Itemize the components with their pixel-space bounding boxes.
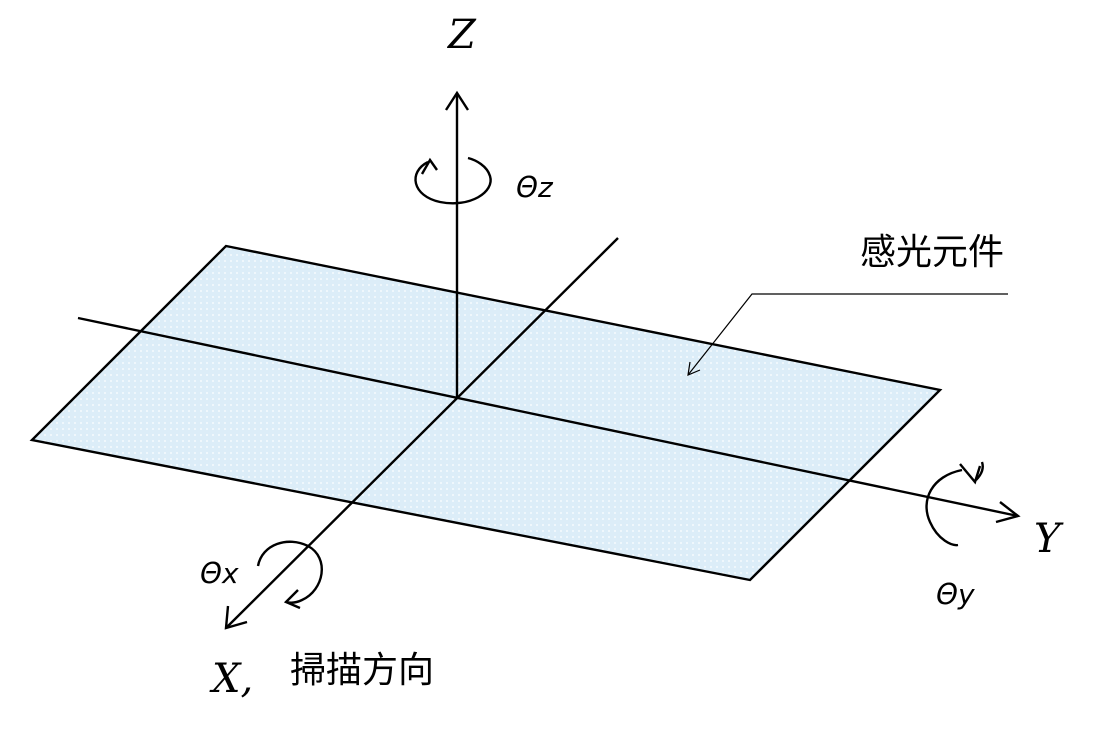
theta-z-label: Θz (516, 171, 554, 204)
theta-x-arrowhead (283, 589, 301, 610)
x-axis-arrowhead (224, 605, 248, 630)
theta-y-label: Θy (936, 578, 975, 611)
sensor-element-label: 感光元件 (860, 232, 1004, 273)
scan-direction-label: 掃描方向 (290, 650, 434, 691)
x-axis-line (225, 237, 619, 629)
y-axis-arrowhead (995, 501, 1021, 524)
z-axis-label: Z (446, 12, 477, 58)
theta-x-label: Θx (200, 557, 239, 590)
y-axis-line (77, 316, 1019, 518)
theta-z-rotation-arrow (414, 156, 492, 205)
element-leader-arrowhead (687, 361, 701, 376)
theta-z-arrowhead (420, 157, 438, 175)
x-axis-label: X, (209, 656, 253, 702)
theta-y-rotation-arrow (925, 468, 963, 547)
theta-y-rotation-arc (975, 461, 984, 481)
z-axis-arrowhead (444, 90, 470, 111)
theta-x-rotation-arrow (256, 540, 323, 604)
y-axis-label: Y (1034, 516, 1064, 562)
element-leader-line (687, 293, 1008, 376)
theta-y-arrowhead-top (959, 463, 982, 485)
sensor-plane (29, 244, 943, 582)
